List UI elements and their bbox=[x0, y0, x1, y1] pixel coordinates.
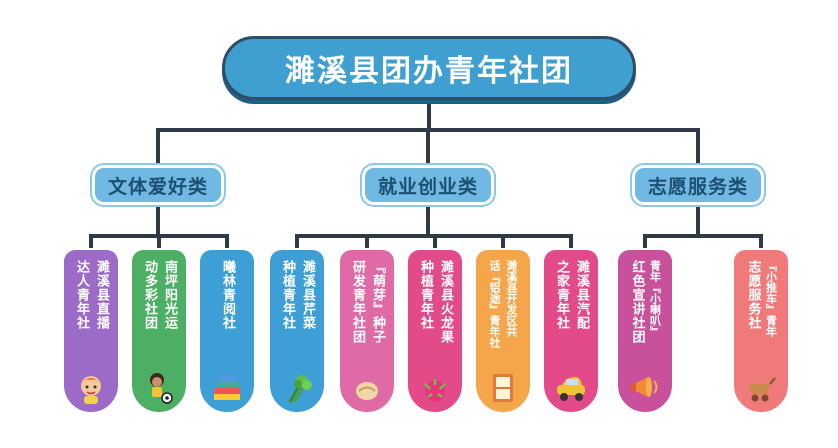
club-name-line: 研发青年社团 bbox=[350, 260, 365, 344]
club-name-line: 红色宣讲社团 bbox=[629, 260, 645, 344]
club-name-line: 青年『小喇叭』 bbox=[648, 260, 662, 337]
club-card-8: 青年『小喇叭』红色宣讲社团 bbox=[616, 248, 674, 414]
car-icon bbox=[554, 370, 588, 404]
club-name-line: 曦林青阅社 bbox=[220, 260, 235, 330]
cart-icon bbox=[744, 370, 778, 404]
child-icon bbox=[74, 370, 108, 404]
club-name-line: 动多彩社团 bbox=[142, 260, 157, 330]
club-name-line: 濉溪县芹菜 bbox=[300, 260, 315, 330]
club-card-6: 濉溪县开发区共话『铝途』青年社 bbox=[474, 248, 532, 414]
club-name-line: 话『铝途』青年社 bbox=[488, 260, 501, 348]
root-title: 濉溪县团办青年社团 bbox=[222, 36, 636, 100]
club-name-line: 种植青年社 bbox=[418, 260, 433, 330]
club-name-line: 濉溪县火龙果 bbox=[438, 260, 453, 344]
club-card-1: 南坪阳光运动多彩社团 bbox=[130, 248, 188, 414]
club-name-line: 之家青年社 bbox=[554, 260, 569, 330]
category-volunteer: 志愿服务类 bbox=[632, 165, 764, 205]
celery-icon bbox=[280, 370, 314, 404]
club-name-line: 志愿服务社 bbox=[745, 260, 761, 330]
seed-icon bbox=[350, 370, 384, 404]
club-card-3: 濉溪县芹菜种植青年社 bbox=[268, 248, 326, 414]
club-name-line: 濉溪县开发区共 bbox=[505, 260, 518, 337]
club-card-7: 濉溪县汽配之家青年社 bbox=[542, 248, 600, 414]
club-card-5: 濉溪县火龙果种植青年社 bbox=[406, 248, 464, 414]
club-card-9: 『小推车』青年志愿服务社 bbox=[732, 248, 790, 414]
category-employment: 就业创业类 bbox=[362, 165, 494, 205]
window-icon bbox=[486, 370, 520, 404]
books-icon bbox=[210, 370, 244, 404]
club-name-line: 南坪阳光运 bbox=[162, 260, 177, 330]
megaphone-icon bbox=[628, 370, 662, 404]
club-name-line: 种植青年社 bbox=[280, 260, 295, 330]
dragonfruit-icon bbox=[418, 370, 452, 404]
club-name-line: 『萌芽』种子 bbox=[370, 260, 385, 344]
club-name-line: 『小推车』青年 bbox=[764, 260, 778, 337]
soccer-boy-icon bbox=[142, 370, 176, 404]
club-name-line: 达人青年社 bbox=[74, 260, 89, 330]
club-name-line: 濉溪县直播 bbox=[94, 260, 109, 330]
category-culture-sports: 文体爱好类 bbox=[92, 165, 224, 205]
club-card-0: 濉溪县直播达人青年社 bbox=[62, 248, 120, 414]
club-name-line: 濉溪县汽配 bbox=[574, 260, 589, 330]
club-card-4: 『萌芽』种子研发青年社团 bbox=[338, 248, 396, 414]
club-card-2: 曦林青阅社 bbox=[198, 248, 256, 414]
